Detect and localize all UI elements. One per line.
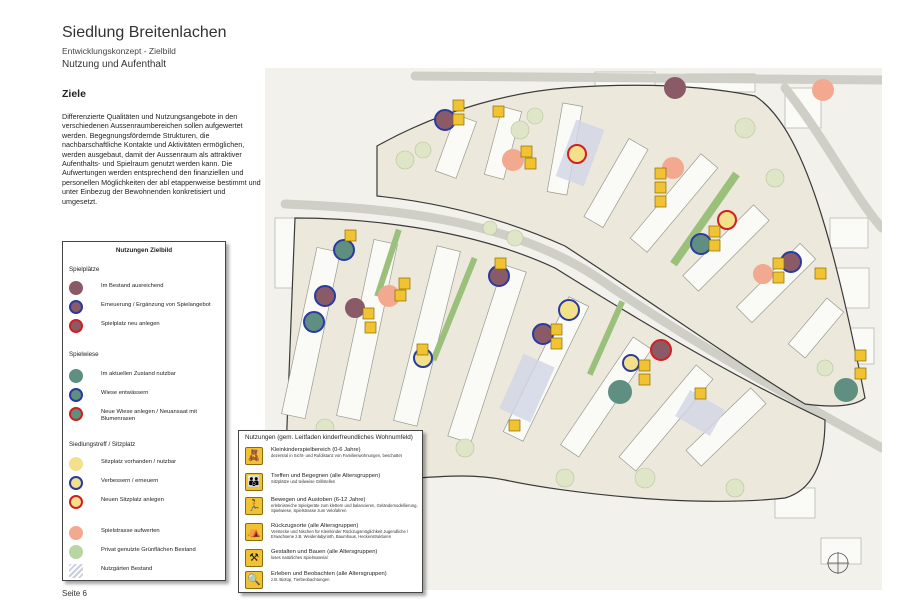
trees: [315, 107, 834, 498]
marker-playground-renew: [532, 323, 554, 345]
page-title: Siedlung Breitenlachen: [62, 24, 227, 41]
legend-section-spielplaetze: Spielplätze: [69, 266, 100, 273]
usage-legend-item: ⛺ Rückzugsorte (alle Altersgruppen) Vers…: [245, 523, 420, 547]
marker-meadow-drain: [303, 311, 325, 333]
marker-seat-renew: [622, 354, 640, 372]
section-title: Nutzung und Aufenthalt: [62, 59, 166, 70]
legend-symbol-circle: [69, 457, 83, 471]
legend-section-spielwiese: Spielwiese: [69, 351, 99, 358]
legend-symbol-circle: [69, 545, 83, 559]
legend-symbol-circle: [69, 281, 83, 295]
legend-symbol-circle: [69, 495, 83, 509]
marker-playground-existing: [345, 298, 365, 318]
pictogram-tiles: [344, 99, 867, 432]
legend-zielbild: Nutzungen Zielbild Spielplätze Im Bestan…: [62, 241, 226, 581]
toddler-icon: 🧸: [245, 447, 263, 465]
usage-legend-item: ⚒ Gestalten und Bauen (alle Altersgruppe…: [245, 549, 420, 573]
north-arrow-icon: [827, 552, 849, 574]
legend-item: Erneuerung / Ergänzung von Spielangebot: [69, 300, 225, 316]
legend-item: Verbessern / erneuern: [69, 476, 225, 492]
legend-symbol-circle: [69, 388, 83, 402]
usage-legend-title: Nutzungen (gem. Leitfaden kinderfreundli…: [245, 434, 413, 441]
observe-icon: 🔍: [245, 571, 263, 589]
marker-play-street: [502, 149, 524, 171]
legend-title: Nutzungen Zielbild: [115, 247, 173, 254]
goals-text: Differenzierte Qualitäten und Nutzungsan…: [62, 112, 261, 206]
legend-item: Neuen Sitzplatz anlegen: [69, 495, 225, 511]
marker-meadow-existing: [608, 380, 632, 404]
hideout-icon: ⛺: [245, 523, 263, 541]
legend-nutzungen: Nutzungen (gem. Leitfaden kinderfreundli…: [238, 430, 423, 593]
marker-playground-new: [650, 339, 672, 361]
legend-item: Sitzplatz vorhanden / nutzbar: [69, 457, 225, 473]
running-icon: 🏃: [245, 497, 263, 515]
legend-symbol-hatch: [69, 564, 83, 578]
marker-seat-new: [567, 144, 587, 164]
usage-legend-item: 🧸 Kleinkinderspielbereich (0-6 Jahre) de…: [245, 447, 420, 471]
legend-item: Nutzgärten Bestand: [69, 564, 225, 580]
usage-legend-item: 👪 Treffen und Begegnen (alle Altersgrupp…: [245, 473, 420, 497]
roads: [280, 71, 882, 453]
marker-play-street: [753, 264, 773, 284]
building-tools-icon: ⚒: [245, 549, 263, 567]
site-map: [265, 68, 882, 590]
page-subtitle: Entwicklungskonzept - Zielbild: [62, 46, 176, 56]
legend-symbol-circle: [69, 476, 83, 490]
marker-play-street: [812, 79, 834, 101]
marker-meadow-drain: [690, 233, 712, 255]
marker-seat-new: [717, 210, 737, 230]
green-strips: [374, 171, 740, 376]
marker-meadow-drain: [333, 239, 355, 261]
legend-item: Im Bestand ausreichend: [69, 281, 225, 297]
legend-item: Spielplatz neu anlegen: [69, 319, 225, 335]
usage-legend-item: 🏃 Bewegen und Austoben (6-12 Jahre) erle…: [245, 497, 420, 521]
goals-heading: Ziele: [62, 88, 86, 100]
legend-item: Wiese entwässern: [69, 388, 225, 404]
meeting-icon: 👪: [245, 473, 263, 491]
legend-item: Privat genutzte Grünflächen Bestand: [69, 545, 225, 561]
marker-playground-renew: [434, 109, 456, 131]
usage-markers: [303, 77, 858, 404]
legend-item: Spielstrasse aufwerten: [69, 526, 225, 542]
marker-playground-existing: [664, 77, 686, 99]
legend-item: Neue Wiese anlegen / Neuansaat mit Blume…: [69, 407, 225, 423]
legend-section-siedlungstreff: Siedlungstreff / Sitzplatz: [69, 441, 136, 448]
usage-legend-item: 🔍 Erleben und Beobachten (alle Altersgru…: [245, 571, 420, 595]
marker-meadow-existing: [834, 378, 858, 402]
legend-symbol-circle: [69, 407, 83, 421]
page-number: Seite 6: [62, 589, 87, 598]
marker-playground-renew: [314, 285, 336, 307]
legend-symbol-circle: [69, 319, 83, 333]
legend-symbol-circle: [69, 526, 83, 540]
legend-symbol-circle: [69, 369, 83, 383]
legend-item: Im aktuellen Zustand nutzbar: [69, 369, 225, 385]
legend-symbol-circle: [69, 300, 83, 314]
marker-seat-renew: [558, 299, 580, 321]
